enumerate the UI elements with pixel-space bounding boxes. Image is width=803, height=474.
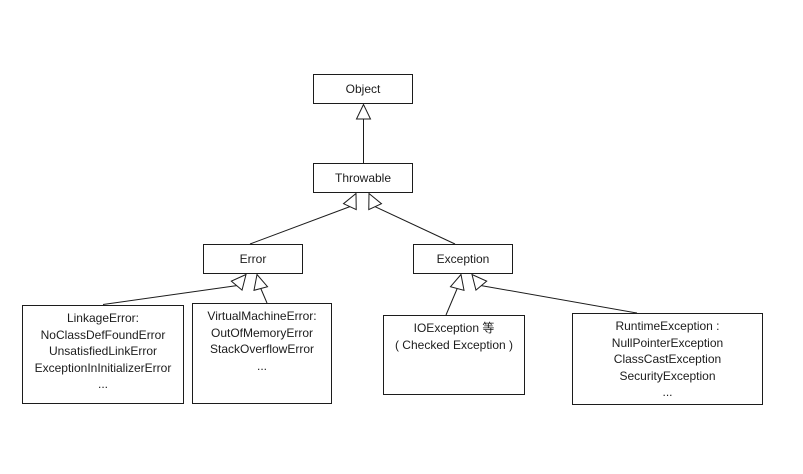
arrow-runtime-to-exception	[471, 273, 638, 314]
class-box-io-exception-group: IOException 等 ( Checked Exception )	[383, 315, 525, 395]
arrow-exception-to-throwable	[368, 192, 456, 245]
class-box-object: Object	[313, 74, 413, 104]
ellipsis-line: ...	[256, 358, 267, 373]
class-box-error: Error	[203, 244, 303, 274]
class-line: UnsatisfiedLinkError	[48, 344, 158, 358]
class-line: ClassCastException	[613, 352, 722, 366]
ellipsis-line: ...	[97, 377, 108, 391]
class-label-object: Object	[345, 82, 381, 96]
class-line: ( Checked Exception )	[394, 337, 514, 352]
class-line: OutOfMemoryError	[210, 325, 313, 340]
class-label-throwable: Throwable	[334, 171, 392, 185]
class-line: NullPointerException	[611, 335, 724, 350]
class-label-error: Error	[239, 252, 267, 266]
class-line: SecurityException	[619, 368, 716, 383]
class-box-throwable: Throwable	[313, 163, 413, 193]
class-box-runtime-exception-group: RuntimeException : NullPointerException …	[572, 313, 763, 405]
arrow-vm-to-error	[253, 273, 269, 304]
class-line: NoClassDefFoundError	[40, 327, 166, 342]
class-box-linkage-error-group: LinkageError: NoClassDefFoundError Unsat…	[22, 305, 184, 404]
arrow-linkage-to-error	[102, 273, 247, 305]
arrow-throwable-to-object	[355, 103, 372, 163]
class-line: RuntimeException :	[615, 319, 720, 333]
class-line: ExceptionInInitializerError	[34, 360, 172, 375]
class-line: IOException 等	[413, 321, 495, 335]
class-label-exception: Exception	[436, 252, 490, 266]
class-line: LinkageError:	[66, 311, 140, 325]
class-box-exception: Exception	[413, 244, 513, 274]
ellipsis-line: ...	[662, 385, 673, 399]
class-box-virtual-machine-error-group: VirtualMachineError: OutOfMemoryError St…	[192, 303, 332, 404]
class-line: StackOverflowError	[209, 342, 315, 356]
arrow-io-to-exception	[445, 273, 465, 316]
arrow-error-to-throwable	[249, 192, 357, 245]
class-line: VirtualMachineError:	[207, 309, 317, 323]
